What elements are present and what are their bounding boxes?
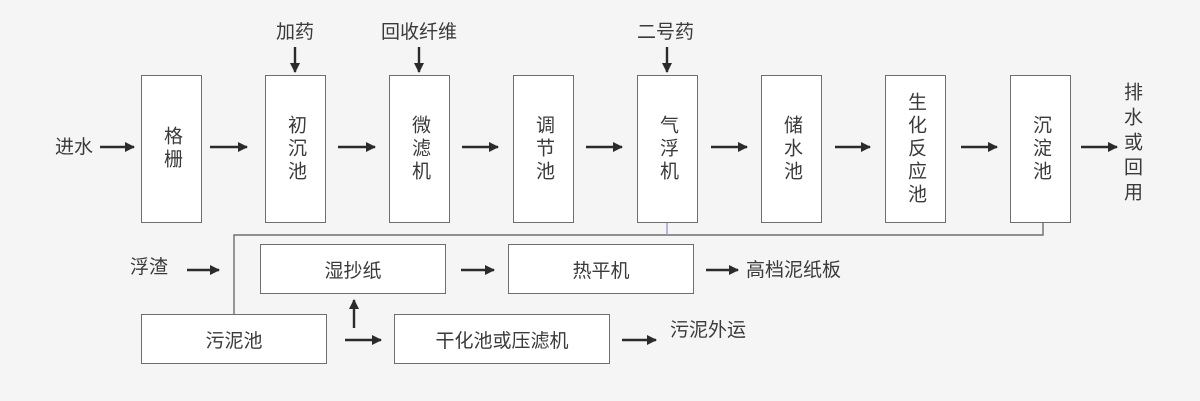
hot-press-label: 热平机 xyxy=(572,259,630,282)
process-equalization-tank: 调节池 xyxy=(513,75,574,223)
hot-press-box: 热平机 xyxy=(508,244,694,294)
dosing-2-label: 二号药 xyxy=(637,21,695,43)
wet-paper-box: 湿抄纸 xyxy=(260,244,446,294)
scum-label: 浮渣 xyxy=(130,256,169,278)
disposal-label: 污泥外运 xyxy=(670,319,747,341)
sludge-collector-line xyxy=(233,223,1044,315)
process-label: 沉淀池 xyxy=(1030,114,1052,184)
process-label: 微滤机 xyxy=(409,114,431,184)
dewatering-label: 干化池或压滤机 xyxy=(435,329,569,352)
process-storage-tank: 储水池 xyxy=(761,75,822,223)
process-label: 储水池 xyxy=(781,114,803,184)
process-label: 气浮机 xyxy=(657,114,679,184)
sludge-tank-label: 污泥池 xyxy=(205,329,263,352)
process-label: 初沉池 xyxy=(285,114,307,184)
sludge-tank-box: 污泥池 xyxy=(141,314,327,364)
process-sedimentation-tank: 沉淀池 xyxy=(1010,75,1071,223)
process-label: 格栅 xyxy=(161,126,183,172)
process-label: 调节池 xyxy=(533,114,555,184)
dewatering-box: 干化池或压滤机 xyxy=(394,314,610,364)
outlet-label: 排水或回用 xyxy=(1121,82,1143,207)
process-bioreactor: 生化反应池 xyxy=(885,75,946,223)
process-label: 生化反应池 xyxy=(905,91,927,207)
process-microfilter: 微滤机 xyxy=(389,75,450,223)
product-label: 高档泥纸板 xyxy=(746,259,842,281)
dosing-1-label: 加药 xyxy=(276,21,315,43)
wet-paper-label: 湿抄纸 xyxy=(324,259,382,282)
water-in-label: 进水 xyxy=(55,136,94,158)
fiber-recovery-label: 回收纤维 xyxy=(381,21,458,43)
process-grille: 格栅 xyxy=(141,75,202,223)
process-flotation: 气浮机 xyxy=(637,75,698,223)
process-primary-clarifier: 初沉池 xyxy=(265,75,326,223)
